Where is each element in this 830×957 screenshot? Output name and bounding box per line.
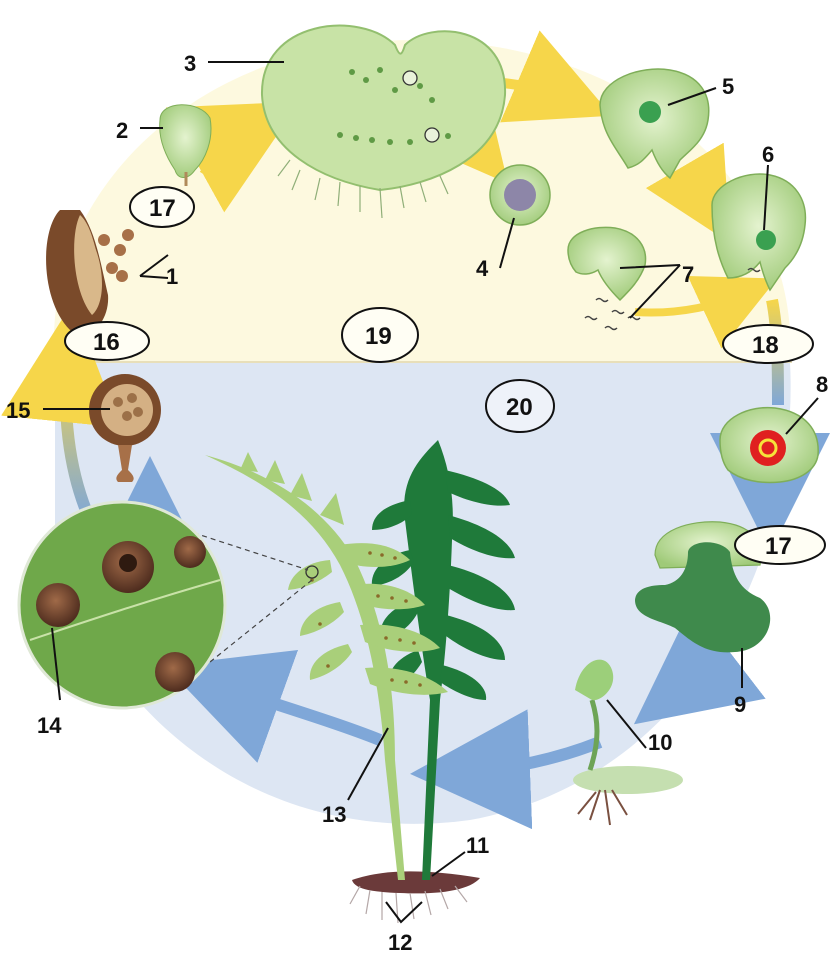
antheridium bbox=[490, 165, 550, 225]
label-11: 11 bbox=[466, 833, 489, 858]
label-16: 16 bbox=[93, 329, 120, 356]
label-1: 1 bbox=[166, 264, 178, 289]
rhizome bbox=[352, 871, 480, 893]
label-8: 8 bbox=[816, 372, 828, 397]
label-18: 18 bbox=[752, 332, 779, 359]
zygote-in-archegonium bbox=[720, 408, 818, 483]
label-13: 13 bbox=[322, 802, 346, 827]
label-10: 10 bbox=[648, 730, 672, 755]
label-19: 19 bbox=[365, 323, 392, 350]
label-14: 14 bbox=[37, 713, 62, 738]
label-17-bottom: 17 bbox=[765, 533, 792, 560]
magnified-sori bbox=[19, 502, 225, 708]
label-6: 6 bbox=[762, 142, 774, 167]
label-5: 5 bbox=[722, 74, 734, 99]
label-12: 12 bbox=[388, 930, 412, 955]
label-7: 7 bbox=[682, 262, 694, 287]
label-17-top: 17 bbox=[149, 195, 176, 222]
label-20: 20 bbox=[506, 394, 533, 421]
label-9: 9 bbox=[734, 692, 746, 717]
label-15: 15 bbox=[6, 398, 30, 423]
label-4: 4 bbox=[476, 256, 489, 281]
label-3: 3 bbox=[184, 51, 196, 76]
label-2: 2 bbox=[116, 118, 128, 143]
